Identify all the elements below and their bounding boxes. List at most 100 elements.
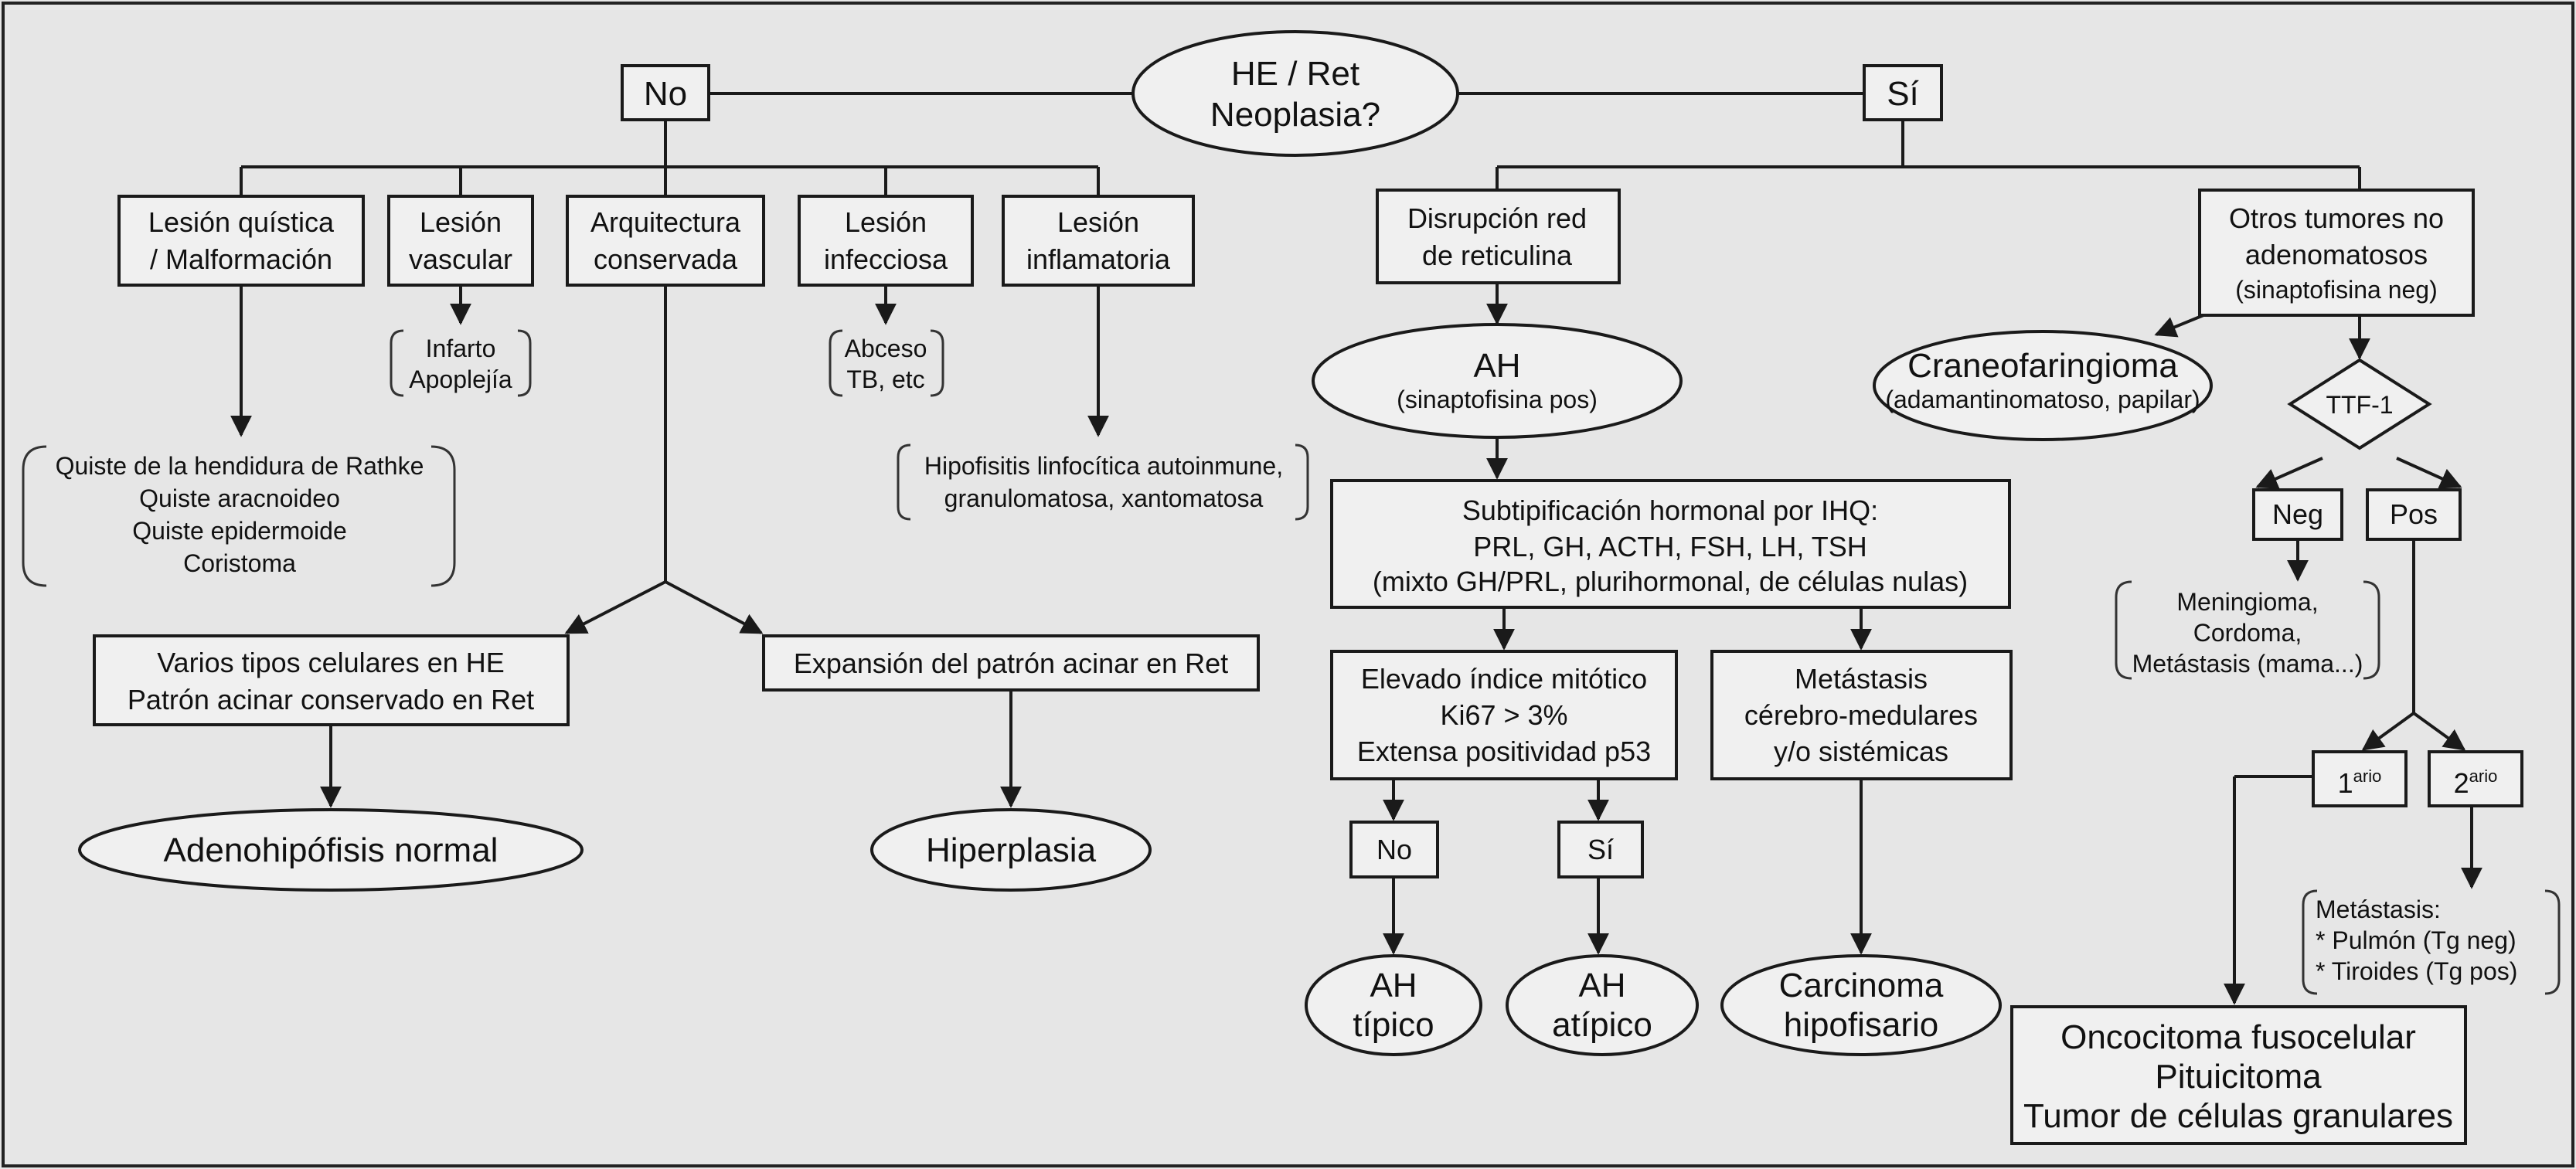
connectors: [230, 92, 2482, 1005]
hyperplasia-ellipse: [870, 808, 1152, 892]
pos-node: Pos: [2366, 488, 2462, 541]
vascular-list-item: Infarto: [426, 335, 496, 362]
category-inflammatory: Lesión inflamatoria: [1002, 195, 1195, 287]
normal-node: Adenohipófisis normal: [78, 808, 584, 892]
ah-typical-ellipse: [1305, 954, 1482, 1056]
si-label: Sí: [1887, 75, 1919, 113]
secondary-label: 2ario: [2454, 766, 2498, 799]
mitotic-no-label: No: [1376, 834, 1412, 865]
cranio-node: Craneofaringioma (adamantinomatoso, papi…: [1873, 330, 2213, 441]
mitotic-si-label: Sí: [1587, 834, 1614, 865]
mitotic-line3: Extensa positividad p53: [1357, 736, 1651, 767]
reticulin-line2: de reticulina: [1422, 240, 1573, 271]
normal-ellipse: [78, 808, 584, 892]
cystic-box: [117, 195, 365, 287]
root-ellipse: [1131, 30, 1459, 157]
final-node: Oncocitoma fusocelular Pituicitoma Tumor…: [2010, 1005, 2467, 1145]
no-label: No: [644, 75, 687, 113]
cystic-line1: Lesión quística: [148, 206, 335, 238]
ah-typical-line1: AH: [1370, 967, 1417, 1004]
inflammatory-list-item: granulomatosa, xantomatosa: [944, 484, 1264, 512]
no-box: [621, 64, 710, 121]
mitotic-no-node: No: [1349, 821, 1439, 878]
other-tumors-line2: adenomatosos: [2245, 239, 2428, 270]
inflammatory-list: Hipofisitis linfocítica autoinmune, gran…: [897, 443, 1309, 521]
secondary-node: 2ario: [2428, 750, 2523, 807]
arrow-to-secondary: [2412, 712, 2466, 751]
other-tumors-line3: (sinaptofisina neg): [2235, 276, 2437, 304]
metastasis-line3: y/o sistémicas: [1774, 736, 1948, 767]
acinar-expansion-node: Expansión del patrón acinar en Ret: [762, 634, 1260, 692]
neg-label: Neg: [2272, 498, 2323, 530]
ah-title: AH: [1473, 347, 1520, 385]
vascular-line2: vascular: [409, 243, 512, 275]
met-list-item: * Pulmón (Tg neg): [2316, 926, 2516, 954]
carcinoma-line2: hipofisario: [1784, 1006, 1939, 1044]
mitotic-si-node: Sí: [1557, 821, 1644, 878]
cystic-list: Quiste de la hendidura de Rathke Quiste …: [22, 445, 456, 587]
inflammatory-line2: inflamatoria: [1026, 243, 1171, 275]
ah-atypical-node: AH atípico: [1506, 954, 1699, 1056]
primary-num: 1: [2338, 767, 2353, 799]
ttf-label: TTF-1: [2326, 391, 2393, 419]
ah-node: AH (sinaptofisina pos): [1312, 323, 1683, 439]
root-line1: HE / Ret: [1231, 55, 1359, 93]
primary-box: [2312, 750, 2408, 807]
mixed-cells-node: Varios tipos celulares en HE Patrón acin…: [93, 634, 570, 726]
secondary-box: [2428, 750, 2523, 807]
cystic-line2: / Malformación: [150, 243, 332, 275]
subtyping-node: Subtipificación hormonal por IHQ: PRL, G…: [1330, 479, 2011, 609]
other-tumors-line1: Otros tumores no: [2229, 202, 2444, 234]
si-node: Sí: [1863, 64, 1943, 121]
architecture-line2: conservada: [594, 243, 738, 275]
met-list: Metástasis: * Pulmón (Tg neg) * Tiroides…: [2302, 889, 2561, 995]
mitotic-no-box: [1349, 821, 1439, 878]
infectious-list-item: Abceso: [845, 335, 927, 362]
category-vascular: Lesión vascular: [387, 195, 534, 287]
primary-label: 1ario: [2338, 766, 2382, 799]
ah-atypical-line1: AH: [1578, 967, 1625, 1004]
infectious-box: [798, 195, 974, 287]
neg-list-bracket-left: [2115, 580, 2132, 680]
met-list-item: Metástasis:: [2316, 895, 2441, 923]
cystic-list-item: Coristoma: [183, 549, 296, 577]
mitotic-node: Elevado índice mitótico Ki67 > 3% Extens…: [1330, 650, 1678, 780]
si-box: [1863, 64, 1943, 121]
normal-text: Adenohipófisis normal: [164, 831, 499, 869]
architecture-box: [566, 195, 765, 287]
root-line2: Neoplasia?: [1210, 96, 1380, 134]
neg-list-item: Meningioma,: [2176, 588, 2318, 616]
vascular-list-bracket-right: [517, 329, 532, 397]
final-line2: Pituicitoma: [2155, 1058, 2322, 1096]
final-line3: Tumor de células granulares: [2023, 1097, 2453, 1135]
secondary-sup: ario: [2469, 766, 2498, 786]
infectious-line2: infecciosa: [824, 243, 948, 275]
acinar-expansion-text: Expansión del patrón acinar en Ret: [794, 647, 1228, 679]
category-cystic: Lesión quística / Malformación: [117, 195, 365, 287]
arrow-to-mixed: [564, 580, 666, 634]
neg-node: Neg: [2252, 488, 2343, 541]
mixed-cells-line2: Patrón acinar conservado en Ret: [128, 684, 534, 715]
vascular-line1: Lesión: [420, 206, 502, 238]
category-architecture: Arquitectura conservada: [566, 195, 765, 287]
ttf-diamond: [2287, 358, 2432, 450]
neg-list: Meningioma, Cordoma, Metástasis (mama...…: [2115, 580, 2380, 680]
reticulin-node: Disrupción red de reticulina: [1376, 189, 1621, 284]
infectious-list-bracket-left: [829, 329, 843, 397]
met-list-bracket-left: [2302, 889, 2318, 995]
secondary-num: 2: [2454, 767, 2469, 799]
metastasis-box: [1710, 650, 2013, 780]
inflammatory-list-bracket-left: [897, 443, 911, 521]
primary-node: 1ario: [2312, 750, 2408, 807]
cystic-list-item: Quiste aracnoideo: [139, 484, 340, 512]
reticulin-box: [1376, 189, 1621, 284]
ah-ellipse: [1312, 323, 1683, 439]
carcinoma-node: Carcinoma hipofisario: [1720, 954, 2002, 1056]
mitotic-box: [1330, 650, 1678, 780]
ah-typical-line2: típico: [1353, 1006, 1434, 1044]
mixed-cells-box: [93, 634, 570, 726]
inflammatory-list-item: Hipofisitis linfocítica autoinmune,: [924, 452, 1283, 480]
arrow-to-pos: [2396, 457, 2462, 489]
